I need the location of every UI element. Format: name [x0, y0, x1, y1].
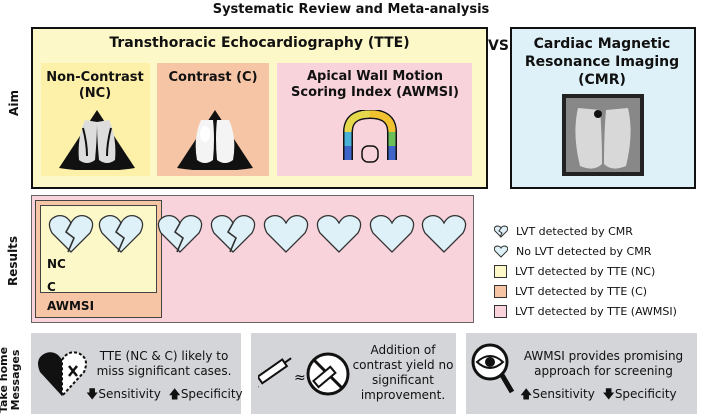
- row-label-results: Results: [6, 235, 20, 286]
- message-3-sensitivity: 🡅Sensitivity 🡇Specificity: [520, 387, 677, 401]
- legend-label: LVT detected by TTE (C): [515, 284, 648, 298]
- page-title: Systematic Review and Meta-analysis: [212, 2, 490, 17]
- row-label-aim: Aim: [7, 90, 21, 116]
- cmr-image: [562, 94, 644, 176]
- legend-item: No LVT detected by CMR: [494, 241, 699, 261]
- legend-label: LVT detected by TTE (AWMSI): [515, 304, 677, 318]
- awmsi-results-label: AWMSI: [47, 299, 95, 313]
- nc-results-label: NC: [47, 257, 66, 271]
- legend-item: LVT detected by TTE (AWMSI): [494, 301, 699, 321]
- legend-label: LVT detected by CMR: [516, 224, 633, 238]
- echo-noncontrast-image: [59, 110, 135, 170]
- echo-contrast-image: [177, 110, 253, 170]
- half-broken-heart-icon: [38, 351, 87, 398]
- arrow-down-icon: 🡇: [602, 387, 615, 401]
- message-panel-3: [466, 333, 697, 414]
- arrow-down-icon: 🡇: [86, 387, 99, 401]
- broken-heart-icon: [494, 224, 508, 238]
- legend-item: LVT detected by TTE (C): [494, 281, 699, 301]
- message-1-sensitivity: 🡇Sensitivity 🡅Specificity: [86, 387, 243, 401]
- cmr-title: Cardiac Magnetic Resonance Imaging (CMR): [524, 36, 680, 88]
- row-label-take-home: Take home Messages: [0, 346, 22, 414]
- heart-icon: [421, 215, 467, 253]
- legend-swatch: [494, 304, 507, 318]
- message-1-text: TTE (NC & C) likely to miss significant …: [96, 349, 232, 378]
- message-panel-2: [251, 333, 456, 414]
- nc-title: Non-Contrast (NC): [46, 70, 144, 101]
- heart-icon: [369, 215, 415, 253]
- broken-heart-icon: [157, 215, 203, 253]
- svg-text:≈: ≈: [294, 370, 306, 386]
- broken-heart-icon: [98, 215, 144, 253]
- awmsi-panel: [277, 63, 472, 176]
- awmsi-title: Apical Wall Motion Scoring Index (AWMSI): [291, 69, 459, 100]
- legend-swatch: [494, 264, 507, 278]
- tte-title: Transthoracic Echocardiography (TTE): [109, 35, 410, 51]
- heart-icon: [494, 244, 508, 258]
- no-contrast-syringe-icon: ≈: [258, 352, 350, 396]
- broken-heart-icon: [210, 215, 256, 253]
- legend-item: LVT detected by TTE (NC): [494, 261, 699, 281]
- c-title: Contrast (C): [168, 70, 258, 85]
- message-2-text: Addition of contrast yield no significan…: [352, 343, 454, 402]
- legend-label: No LVT detected by CMR: [516, 244, 652, 258]
- legend: LVT detected by CMR No LVT detected by C…: [494, 221, 699, 321]
- legend-label: LVT detected by TTE (NC): [515, 264, 656, 278]
- vs-label: VS: [488, 38, 509, 54]
- magnifier-eye-icon: [471, 343, 515, 394]
- c-results-label: C: [47, 280, 56, 294]
- broken-heart-icon: [48, 215, 94, 253]
- legend-item: LVT detected by CMR: [494, 221, 699, 241]
- legend-swatch: [494, 284, 507, 298]
- heart-icon: [263, 215, 309, 253]
- arrow-up-icon: 🡅: [168, 387, 181, 401]
- heart-icon: [316, 215, 362, 253]
- message-3-text: AWMSI provides promising approach for sc…: [523, 349, 684, 378]
- awmsi-segment-diagram: [343, 110, 397, 163]
- arrow-up-icon: 🡅: [520, 387, 533, 401]
